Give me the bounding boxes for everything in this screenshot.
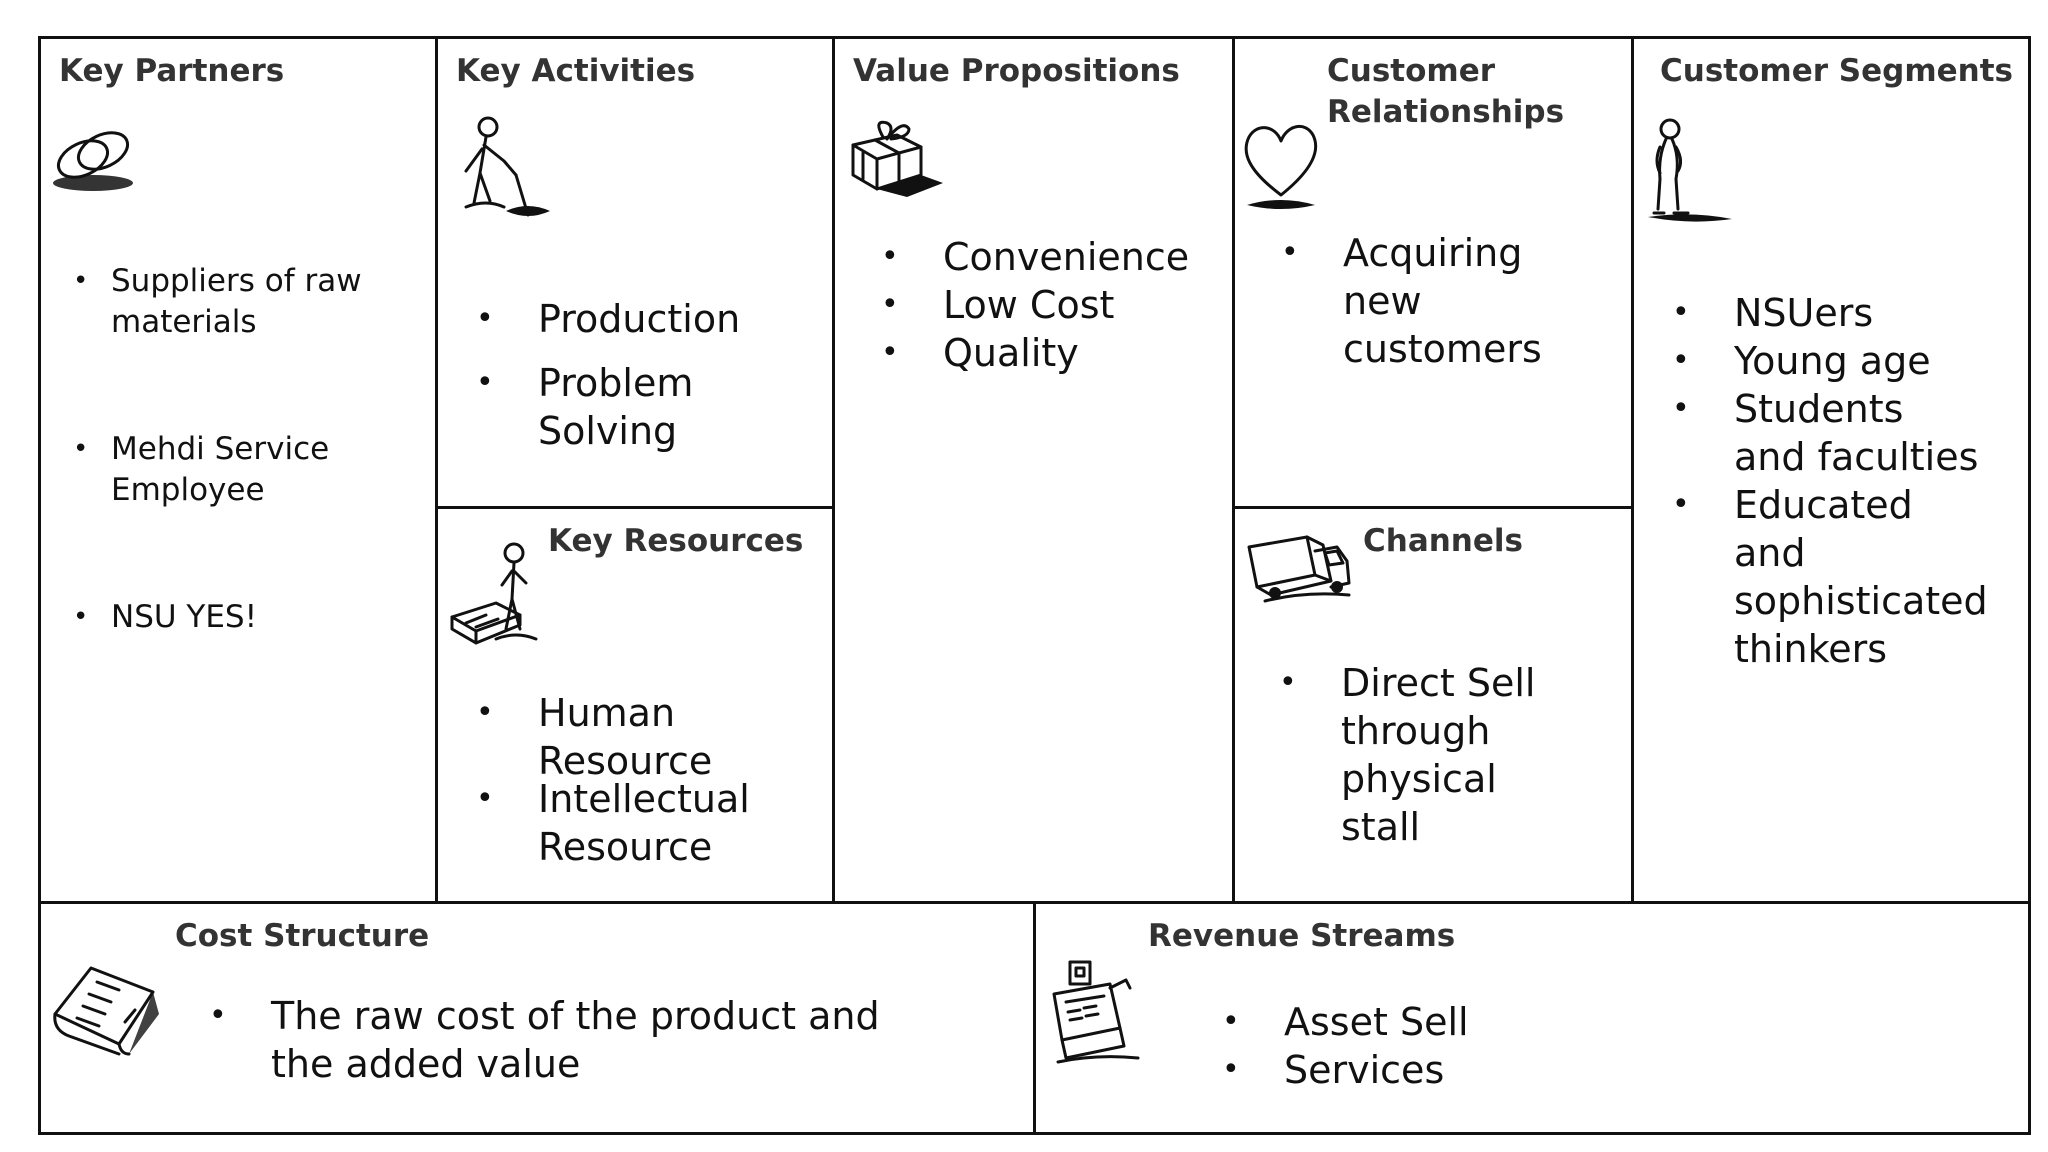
- revenue-streams-list: Asset Sell Services: [1222, 998, 1884, 1094]
- key-activities-list: Production Problem Solving: [476, 295, 818, 455]
- channels-block: Channels Direct Sell through physical st…: [1232, 506, 1634, 904]
- list-item: Problem Solving: [476, 359, 738, 455]
- cash-register-icon: [1046, 958, 1146, 1068]
- list-item: Educated and sophisticated thinkers: [1672, 481, 1988, 673]
- customer-segments-title: Customer Segments: [1660, 53, 2014, 89]
- worker-with-materials-icon: [446, 539, 566, 659]
- list-item: NSU YES!: [73, 597, 431, 638]
- key-partners-block: Key Partners Suppliers of raw materials …: [38, 36, 438, 904]
- list-item: Students and faculties: [1672, 385, 1984, 481]
- customer-segments-list: NSUers Young age Students and faculties …: [1672, 289, 2004, 673]
- list-item: Services: [1222, 1046, 1884, 1094]
- value-propositions-list: Convenience Low Cost Quality: [881, 233, 1223, 377]
- key-resources-list: Human Resource Intellectual Resource: [476, 689, 818, 871]
- list-item: The raw cost of the product and the adde…: [209, 992, 951, 1088]
- revenue-streams-title: Revenue Streams: [1148, 918, 1456, 954]
- customer-relationships-title: Customer Relationships: [1327, 53, 1565, 130]
- cost-structure-list: The raw cost of the product and the adde…: [209, 992, 971, 1088]
- worker-shoveling-icon: [446, 115, 556, 225]
- linked-rings-icon: [45, 117, 145, 197]
- list-item: Young age: [1672, 337, 2004, 385]
- delivery-truck-icon: [1245, 531, 1355, 611]
- list-item: Intellectual Resource: [476, 775, 758, 871]
- key-activities-title: Key Activities: [456, 53, 696, 89]
- customer-relationships-block: Customer Relationships Acquiring new cus…: [1232, 36, 1634, 510]
- cost-structure-block: Cost Structure The raw cost of the produ…: [38, 901, 1036, 1135]
- list-item: Low Cost: [881, 281, 1223, 329]
- key-partners-title: Key Partners: [59, 53, 285, 89]
- list-item: Asset Sell: [1222, 998, 1884, 1046]
- revenue-streams-block: Revenue Streams Asset Sell Services: [1033, 901, 2031, 1135]
- list-item: Direct Sell through physical stall: [1279, 659, 1581, 851]
- key-partners-list: Suppliers of raw materials Mehdi Service…: [73, 261, 431, 638]
- gift-box-icon: [847, 113, 947, 203]
- customer-relationships-list: Acquiring new customers: [1281, 229, 1603, 373]
- key-resources-title: Key Resources: [548, 523, 804, 559]
- value-propositions-title: Value Propositions: [853, 53, 1180, 89]
- list-item: Mehdi Service Employee: [73, 429, 431, 511]
- cost-structure-title: Cost Structure: [175, 918, 430, 954]
- person-icon: [1640, 117, 1740, 227]
- key-activities-block: Key Activities Production Problem Solvin…: [435, 36, 835, 510]
- channels-list: Direct Sell through physical stall: [1279, 659, 1621, 851]
- key-resources-block: Key Resources Human Resource Intellectua…: [435, 506, 835, 904]
- channels-title: Channels: [1363, 523, 1523, 559]
- list-item: NSUers: [1672, 289, 2004, 337]
- list-item: Production: [476, 295, 818, 343]
- invoice-paper-icon: [49, 958, 169, 1058]
- list-item: Acquiring new customers: [1281, 229, 1543, 373]
- heart-icon: [1239, 115, 1329, 215]
- list-item: Quality: [881, 329, 1223, 377]
- list-item: Suppliers of raw materials: [73, 261, 431, 343]
- customer-segments-block: Customer Segments NSUers Young age Stude…: [1631, 36, 2031, 904]
- list-item: Convenience: [881, 233, 1223, 281]
- list-item: Human Resource: [476, 689, 738, 785]
- value-propositions-block: Value Propositions Convenience Low Cost …: [832, 36, 1235, 904]
